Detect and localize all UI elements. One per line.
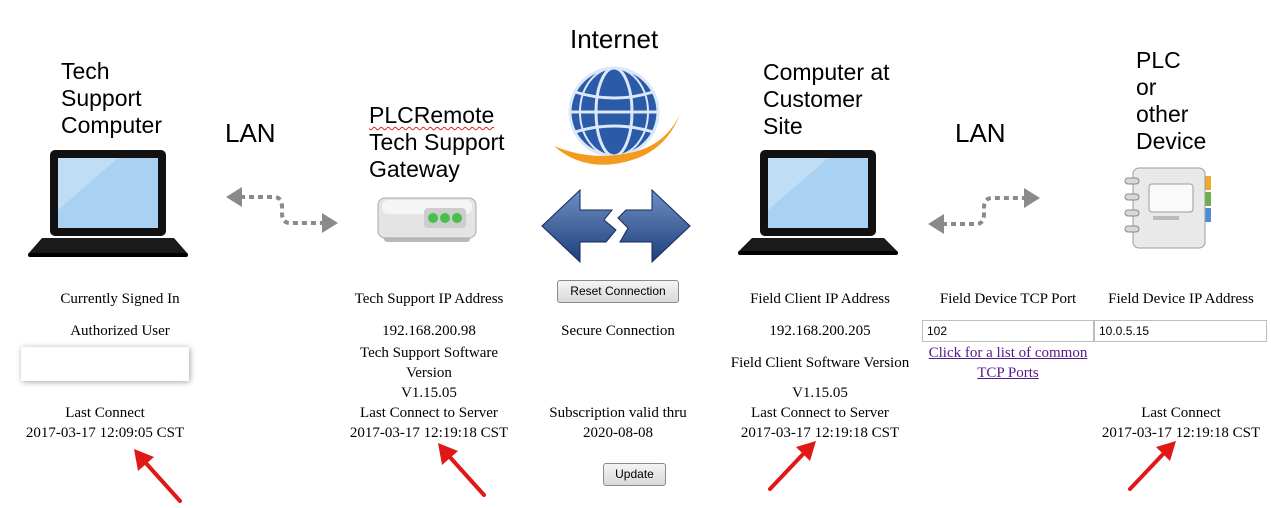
red-arrow-icon bbox=[1128, 441, 1176, 491]
authorized-user-field[interactable] bbox=[21, 347, 189, 381]
field-lan-arrow-icon bbox=[928, 188, 1040, 234]
secure-connection-label: Secure Connection bbox=[561, 323, 675, 339]
common-tcp-ports-link[interactable]: Click for a list of common TCP Ports bbox=[928, 345, 1088, 381]
plc-heading: PLC or other Device bbox=[1136, 47, 1207, 154]
field-client-last-connect-value: 2017-03-17 12:19:18 CST bbox=[740, 425, 900, 441]
last-connect-label: Last Connect bbox=[65, 405, 145, 421]
laptop-icon bbox=[28, 150, 188, 257]
currently-signed-in-label: Currently Signed In bbox=[60, 291, 180, 307]
gateway-heading: PLCRemote Tech Support Gateway bbox=[369, 102, 505, 182]
router-icon bbox=[377, 197, 477, 242]
field-device-last-connect-value: 2017-03-17 12:19:18 CST bbox=[1101, 425, 1261, 441]
field-client-version-value: V1.15.05 bbox=[792, 385, 848, 401]
field-device-tcp-port-label: Field Device TCP Port bbox=[939, 291, 1077, 307]
field-client-software-label: Field Client Software Version bbox=[730, 355, 910, 371]
red-arrow-icon bbox=[438, 443, 486, 497]
plc-device-icon bbox=[1124, 167, 1211, 249]
customer-computer-heading: Computer at Customer Site bbox=[763, 59, 890, 139]
tech-support-version-value: V1.15.05 bbox=[401, 385, 457, 401]
tech-support-version-label: Version bbox=[406, 365, 452, 381]
last-connect-value: 2017-03-17 12:09:05 CST bbox=[25, 425, 185, 441]
tech-support-ip-label: Tech Support IP Address bbox=[354, 291, 504, 307]
gateway-last-connect-label: Last Connect to Server bbox=[360, 405, 498, 421]
globe-icon bbox=[554, 66, 680, 165]
tcp-port-input[interactable] bbox=[922, 320, 1094, 342]
subscription-value: 2020-08-08 bbox=[583, 425, 653, 441]
field-device-ip-label: Field Device IP Address bbox=[1108, 291, 1254, 307]
field-device-ip-input[interactable] bbox=[1094, 320, 1267, 342]
authorized-user-label: Authorized User bbox=[70, 323, 170, 339]
gateway-brand: PLCRemote bbox=[369, 102, 495, 128]
tech-support-ip-value: 192.168.200.98 bbox=[382, 323, 476, 339]
field-client-ip-value: 192.168.200.205 bbox=[769, 323, 871, 339]
field-client-ip-label: Field Client IP Address bbox=[750, 291, 890, 307]
update-button[interactable]: Update bbox=[603, 463, 666, 486]
reset-connection-button[interactable]: Reset Connection bbox=[557, 280, 679, 303]
tech-support-computer-heading: Tech Support Computer bbox=[61, 58, 162, 138]
lan-left-label: LAN bbox=[225, 118, 276, 148]
lan-connection-arrow-icon bbox=[226, 187, 338, 233]
internet-heading: Internet bbox=[570, 24, 659, 54]
customer-laptop-icon bbox=[738, 150, 898, 255]
tech-support-software-label: Tech Support Software bbox=[359, 345, 499, 361]
lan-right-label: LAN bbox=[955, 118, 1006, 148]
gateway-last-connect-value: 2017-03-17 12:19:18 CST bbox=[349, 425, 509, 441]
red-arrow-icon bbox=[134, 449, 182, 503]
broken-connection-icon bbox=[541, 188, 691, 264]
red-arrow-icon bbox=[768, 441, 816, 491]
subscription-label: Subscription valid thru bbox=[549, 405, 687, 421]
field-client-last-connect-label: Last Connect to Server bbox=[751, 405, 889, 421]
field-device-last-connect-label: Last Connect bbox=[1141, 405, 1221, 421]
